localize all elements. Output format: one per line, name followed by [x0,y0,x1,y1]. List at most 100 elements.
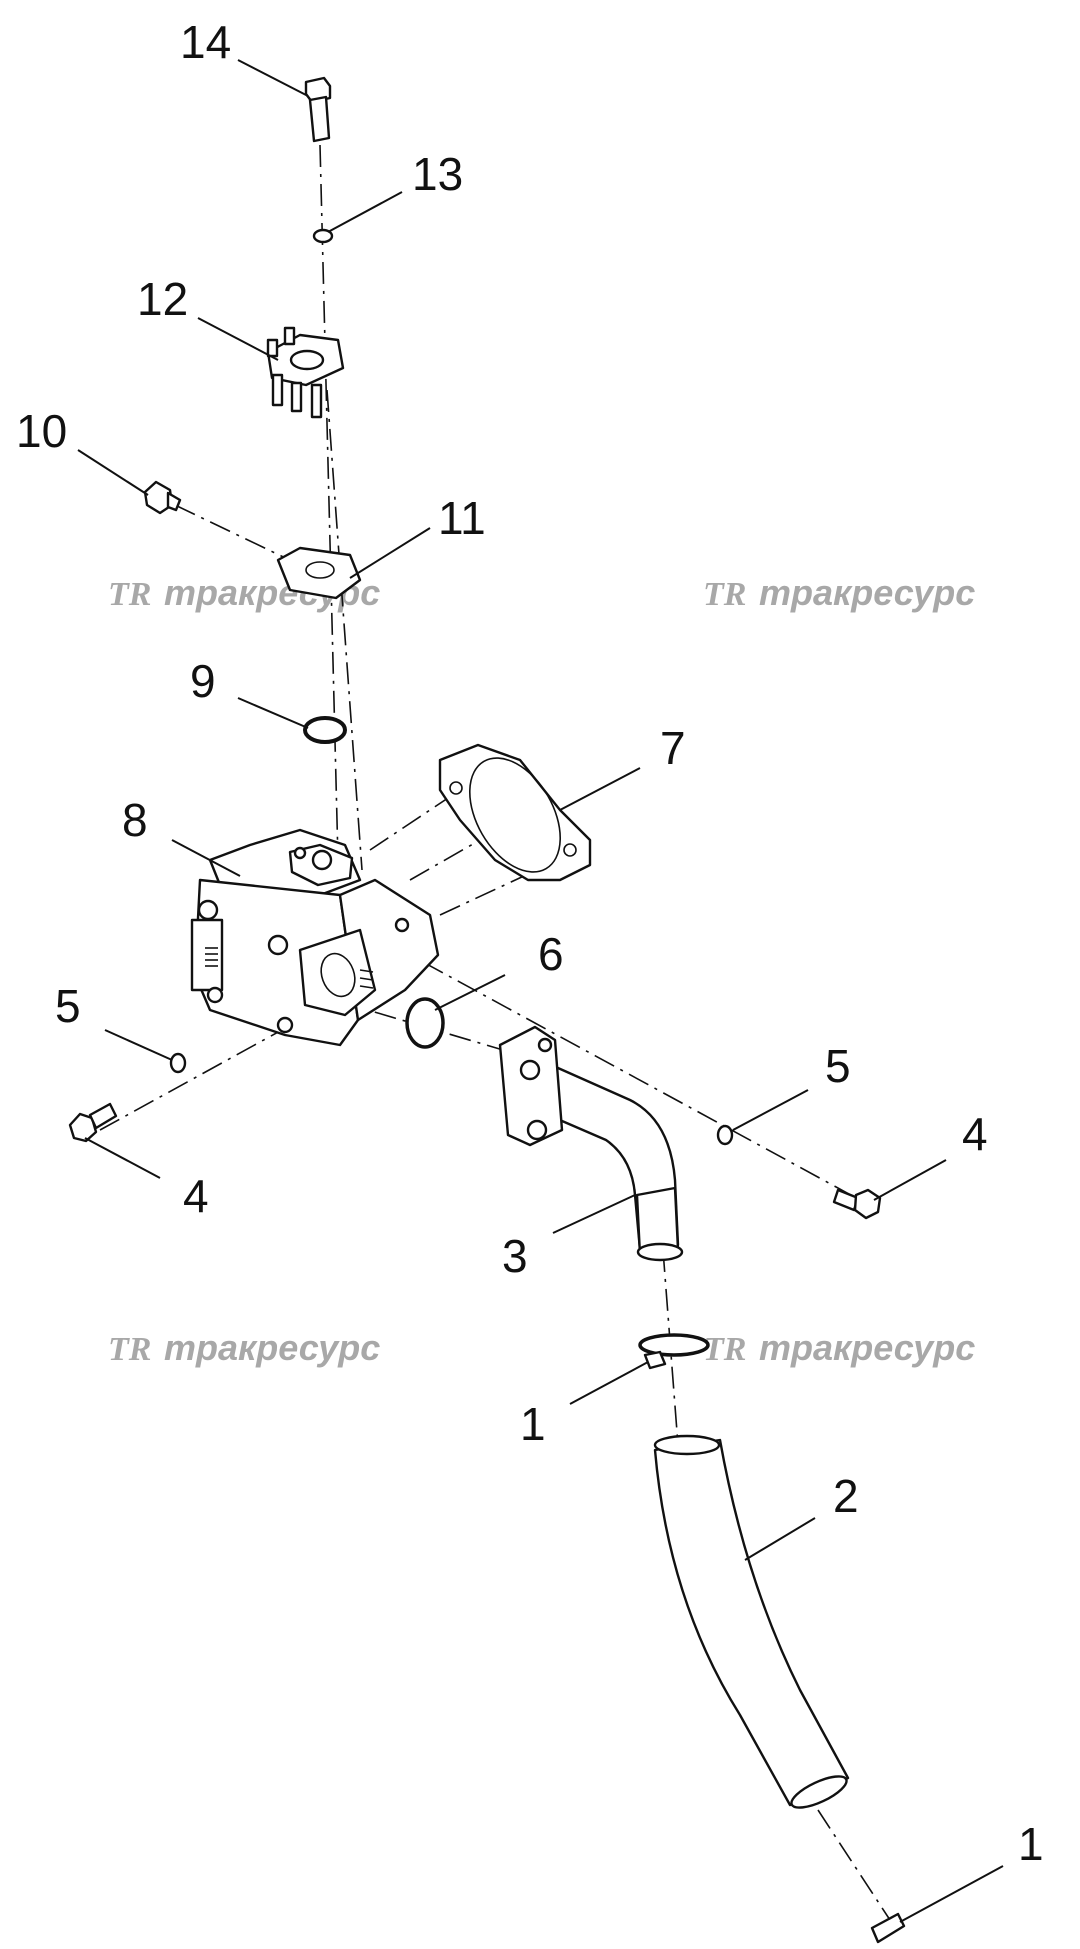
leader-13 [327,191,403,233]
clamp-flange-12-stud-4 [283,326,296,346]
pump-8-port-top [311,849,333,871]
hose-clamp-1-upper [638,1333,710,1370]
axis-hose-lower [817,1809,891,1921]
pump-8-stud [293,846,307,860]
hose-2-body [653,1438,850,1807]
bolt-4-left [68,1102,118,1143]
axis-bolt-vertical [319,144,339,861]
bolt-4-right-head [853,1188,882,1220]
hose-clamp-1-lower-band [870,1912,906,1944]
callout-13: 13 [412,148,463,200]
leader-lines [77,59,1004,1923]
gasket-7-outline [438,743,592,882]
elbow-pipe-3-flange [498,1025,564,1147]
callout-1-upper: 1 [520,1398,546,1450]
fitting-10-nose [166,491,182,512]
pump-8-fins [205,947,374,989]
leader-5-left [104,1029,173,1061]
washer-13 [312,228,334,244]
leader-2 [744,1517,816,1561]
watermark-text: тракресурс [164,1327,380,1368]
pump-8-port-face [298,928,377,1017]
axis-bolt-right [326,389,363,871]
clamp-flange-12-stud-5 [266,338,279,358]
o-ring-9 [303,716,347,744]
leader-5-right [732,1089,809,1131]
elbow-pipe-3-bolt-2 [526,1119,548,1141]
hose-clamp-1-upper-band [638,1333,710,1357]
clamp-flange-12-stud-1 [271,373,284,407]
pump-8-bolt-2 [267,934,289,956]
callout-6: 6 [538,928,564,980]
gasket-7-hole-2 [563,843,577,857]
bolt-14-shank [308,95,331,143]
watermark-logo: TR [703,1331,746,1368]
callout-3: 3 [502,1230,528,1282]
callout-1-lower: 1 [1018,1818,1044,1870]
callout-10: 10 [16,405,67,457]
callout-5-right: 5 [825,1040,851,1092]
o-ring-6 [405,997,445,1049]
gasket-7 [438,743,592,882]
callout-4-left: 4 [183,1170,209,1222]
fitting-10 [143,480,182,515]
hose-clamp-1-lower [870,1912,906,1944]
callout-14: 14 [180,16,231,68]
elbow-pipe-3 [498,1025,684,1262]
gasket-7-opening [468,757,562,873]
flange-plate-11-body [276,546,362,600]
callout-7: 7 [660,722,686,774]
leader-3 [552,1194,636,1234]
flange-plate-11 [276,546,362,600]
pump-8-bolt-1 [197,899,219,921]
leader-8 [171,839,241,877]
washer-5-left [169,1052,187,1074]
watermark-logo: TR [108,576,151,613]
bolt-4-left-head [68,1112,98,1143]
leader-9 [237,697,309,729]
watermark-text: тракресурс [759,572,975,613]
leader-10 [77,449,149,496]
elbow-pipe-3-bolt-3 [537,1037,553,1053]
watermark-logo: TR [703,576,746,613]
callout-11: 11 [438,492,486,544]
callout-labels: 14 13 12 10 11 9 7 8 6 5 5 4 4 3 1 2 1 [16,16,1044,1870]
bolt-4-left-shank [88,1102,118,1130]
pump-8-bolt-3 [206,986,224,1004]
clamp-flange-12-stud-3 [310,383,323,419]
callout-12: 12 [137,273,188,325]
washer-5-right [716,1124,734,1146]
watermark-top-right: TR тракресурс [703,572,975,613]
pump-8-side-plate [190,918,224,992]
watermark-logo: TR [108,1331,151,1368]
flange-plate-11-bore [305,561,335,579]
watermark-bottom-left: TR тракресурс [108,1327,380,1368]
leader-1-upper [569,1361,649,1405]
pump-8-port [320,952,356,998]
pump-8-bolt-4 [276,1016,294,1034]
clamp-flange-12 [266,326,345,419]
leader-14 [237,59,309,97]
hose-2-top-end [653,1434,721,1456]
callout-8: 8 [122,794,148,846]
hose-2-bottom-end [790,1775,848,1809]
clamp-flange-12-bore [289,349,325,371]
leader-12 [197,317,279,361]
callout-2: 2 [833,1470,859,1522]
callout-4-right: 4 [962,1108,988,1160]
bolt-4-right [832,1188,882,1220]
hose-clamp-1-upper-screw [643,1350,667,1370]
leader-4-right [873,1159,947,1201]
leader-6 [434,974,506,1011]
leader-1-lower [899,1865,1004,1923]
axis-fitting-10 [174,504,301,566]
pump-8-bolt-5 [394,917,410,933]
bolt-14 [304,76,332,143]
axis-flange-7-center [409,819,516,881]
callout-5-left: 5 [55,980,81,1032]
axis-flange-7-upper [369,789,461,851]
leader-7 [559,767,641,811]
clamp-flange-12-stud-2 [290,381,303,413]
axis-bolt-4-right [354,924,861,1201]
